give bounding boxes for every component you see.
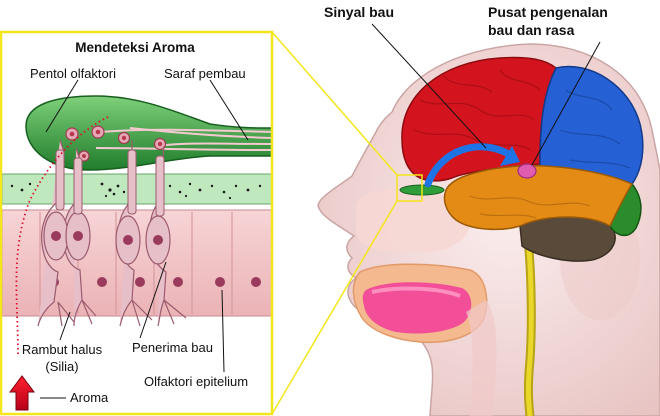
label-cilia-line2: (Silia) — [45, 359, 79, 374]
inset-title: Mendeteksi Aroma — [75, 40, 195, 55]
label-epithelium: Olfaktori epitelium — [144, 374, 249, 389]
nerve-fibers — [95, 127, 273, 151]
signal-arrowhead — [500, 146, 520, 166]
label-center-line2: bau dan rasa — [488, 22, 575, 38]
label-center-line1: Pusat pengenalan — [488, 4, 608, 20]
label-receptor: Penerima bau — [132, 340, 213, 355]
bone-texture — [10, 182, 262, 200]
recognition-center-dot — [517, 163, 537, 179]
inset-frame — [0, 30, 274, 416]
label-signal: Sinyal bau — [324, 4, 395, 20]
label-olfactory-nerve: Saraf pembau — [164, 66, 246, 81]
aroma-arrow — [9, 375, 35, 411]
olfactory-inset — [0, 30, 274, 416]
center-pointer-line — [531, 41, 601, 166]
head-illustration — [317, 23, 660, 416]
receptor-neurons — [37, 139, 187, 327]
zoom-line-top — [271, 31, 398, 176]
tongue — [362, 282, 472, 334]
label-aroma: Aroma — [70, 390, 109, 405]
signal-arrow — [424, 143, 516, 188]
zoom-line-bottom — [271, 200, 398, 415]
brain-folds — [413, 69, 541, 151]
signal-pointer-line — [371, 23, 487, 149]
inset-leader-lines — [40, 79, 249, 399]
zoom-highlight-box — [396, 174, 423, 202]
nasal-cavity — [355, 189, 470, 252]
label-olfactory-bulb: Pentol olfaktori — [30, 66, 116, 81]
label-cilia-line1: Rambut halus — [21, 342, 103, 357]
